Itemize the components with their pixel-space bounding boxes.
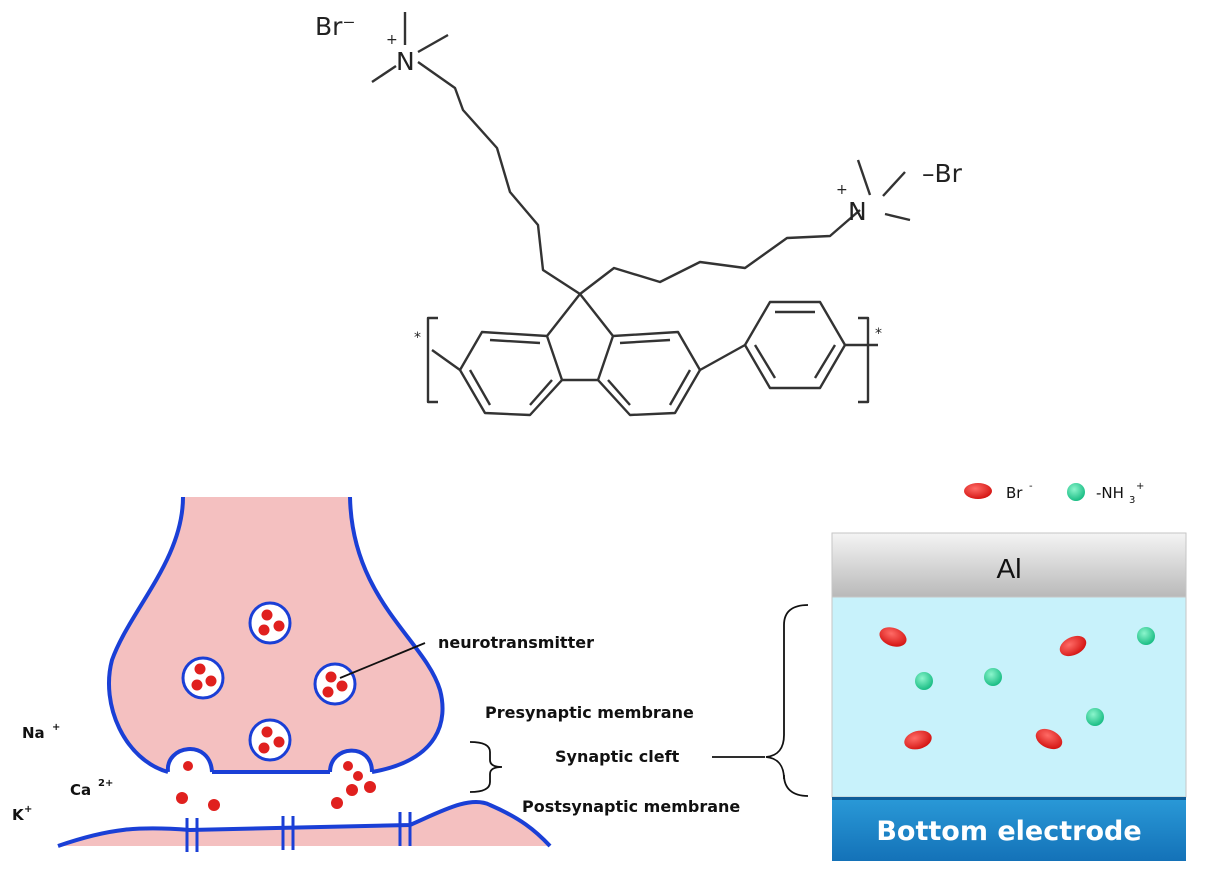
ion-sodium-charge: + — [52, 722, 60, 733]
legend-bromide-charge: - — [1029, 481, 1033, 492]
bromide-ions — [879, 627, 1087, 750]
counterion-right: –Br — [922, 159, 963, 188]
fluorene-left-ring — [458, 330, 564, 417]
left-bracket — [426, 316, 438, 404]
right-alkyl-chain — [579, 209, 861, 295]
chain-end-left: * — [414, 330, 421, 346]
ammonium-ions — [915, 627, 1155, 726]
ion-potassium-charge: + — [24, 804, 32, 815]
bottom-electrode-label: Bottom electrode — [876, 816, 1141, 847]
ion-calcium: Ca — [70, 781, 91, 799]
nitrogen-left: N — [396, 47, 415, 76]
docked-vesicle-right — [328, 748, 374, 773]
label-postsynaptic-membrane: Postsynaptic membrane — [522, 797, 740, 816]
device-legend: Br - -NH 3 + — [964, 481, 1144, 506]
docked-vesicle-left — [165, 747, 214, 773]
chain-end-right: * — [875, 326, 882, 342]
postsynaptic-area — [58, 801, 550, 846]
legend-ammonium-subscript: 3 — [1129, 495, 1135, 506]
neurotransmitter-dots — [176, 609, 376, 811]
charge-plus-left: + — [386, 32, 398, 48]
nitrogen-right: N — [848, 197, 867, 226]
cleft-brace — [469, 741, 503, 793]
label-presynaptic-membrane: Presynaptic membrane — [485, 703, 694, 722]
phenyl-ring — [743, 300, 847, 390]
presynaptic-membrane-line — [107, 496, 445, 774]
counterion-left: Br⁻ — [315, 12, 356, 41]
legend-ammonium-label: -NH — [1096, 484, 1124, 502]
fluorene-right-ring — [596, 330, 702, 417]
legend-ammonium-marker — [1067, 483, 1085, 501]
legend-ammonium-charge: + — [1136, 481, 1144, 492]
legend-bromide-marker — [964, 483, 992, 499]
left-alkyl-chain — [417, 61, 581, 296]
ion-calcium-charge: 2+ — [98, 778, 113, 789]
postsynaptic-membrane-line — [57, 799, 552, 848]
label-neurotransmitter: neurotransmitter — [438, 633, 594, 652]
ion-sodium: Na — [22, 724, 45, 742]
bottom-electrode — [832, 797, 1186, 861]
legend-bromide-label: Br — [1006, 484, 1023, 502]
neurotransmitter-pointer — [339, 642, 426, 679]
ion-potassium: K — [12, 806, 25, 824]
polymer-structure — [371, 12, 911, 417]
top-electrode — [831, 532, 1187, 598]
label-synaptic-cleft: Synaptic cleft — [555, 747, 680, 766]
top-electrode-label: Al — [997, 553, 1022, 584]
electrolyte-layer — [831, 596, 1187, 798]
device-brace — [765, 604, 809, 797]
charge-plus-right: + — [836, 182, 848, 198]
ion-channels — [185, 812, 412, 852]
synapse-diagram — [57, 496, 552, 852]
right-bracket — [858, 316, 870, 404]
